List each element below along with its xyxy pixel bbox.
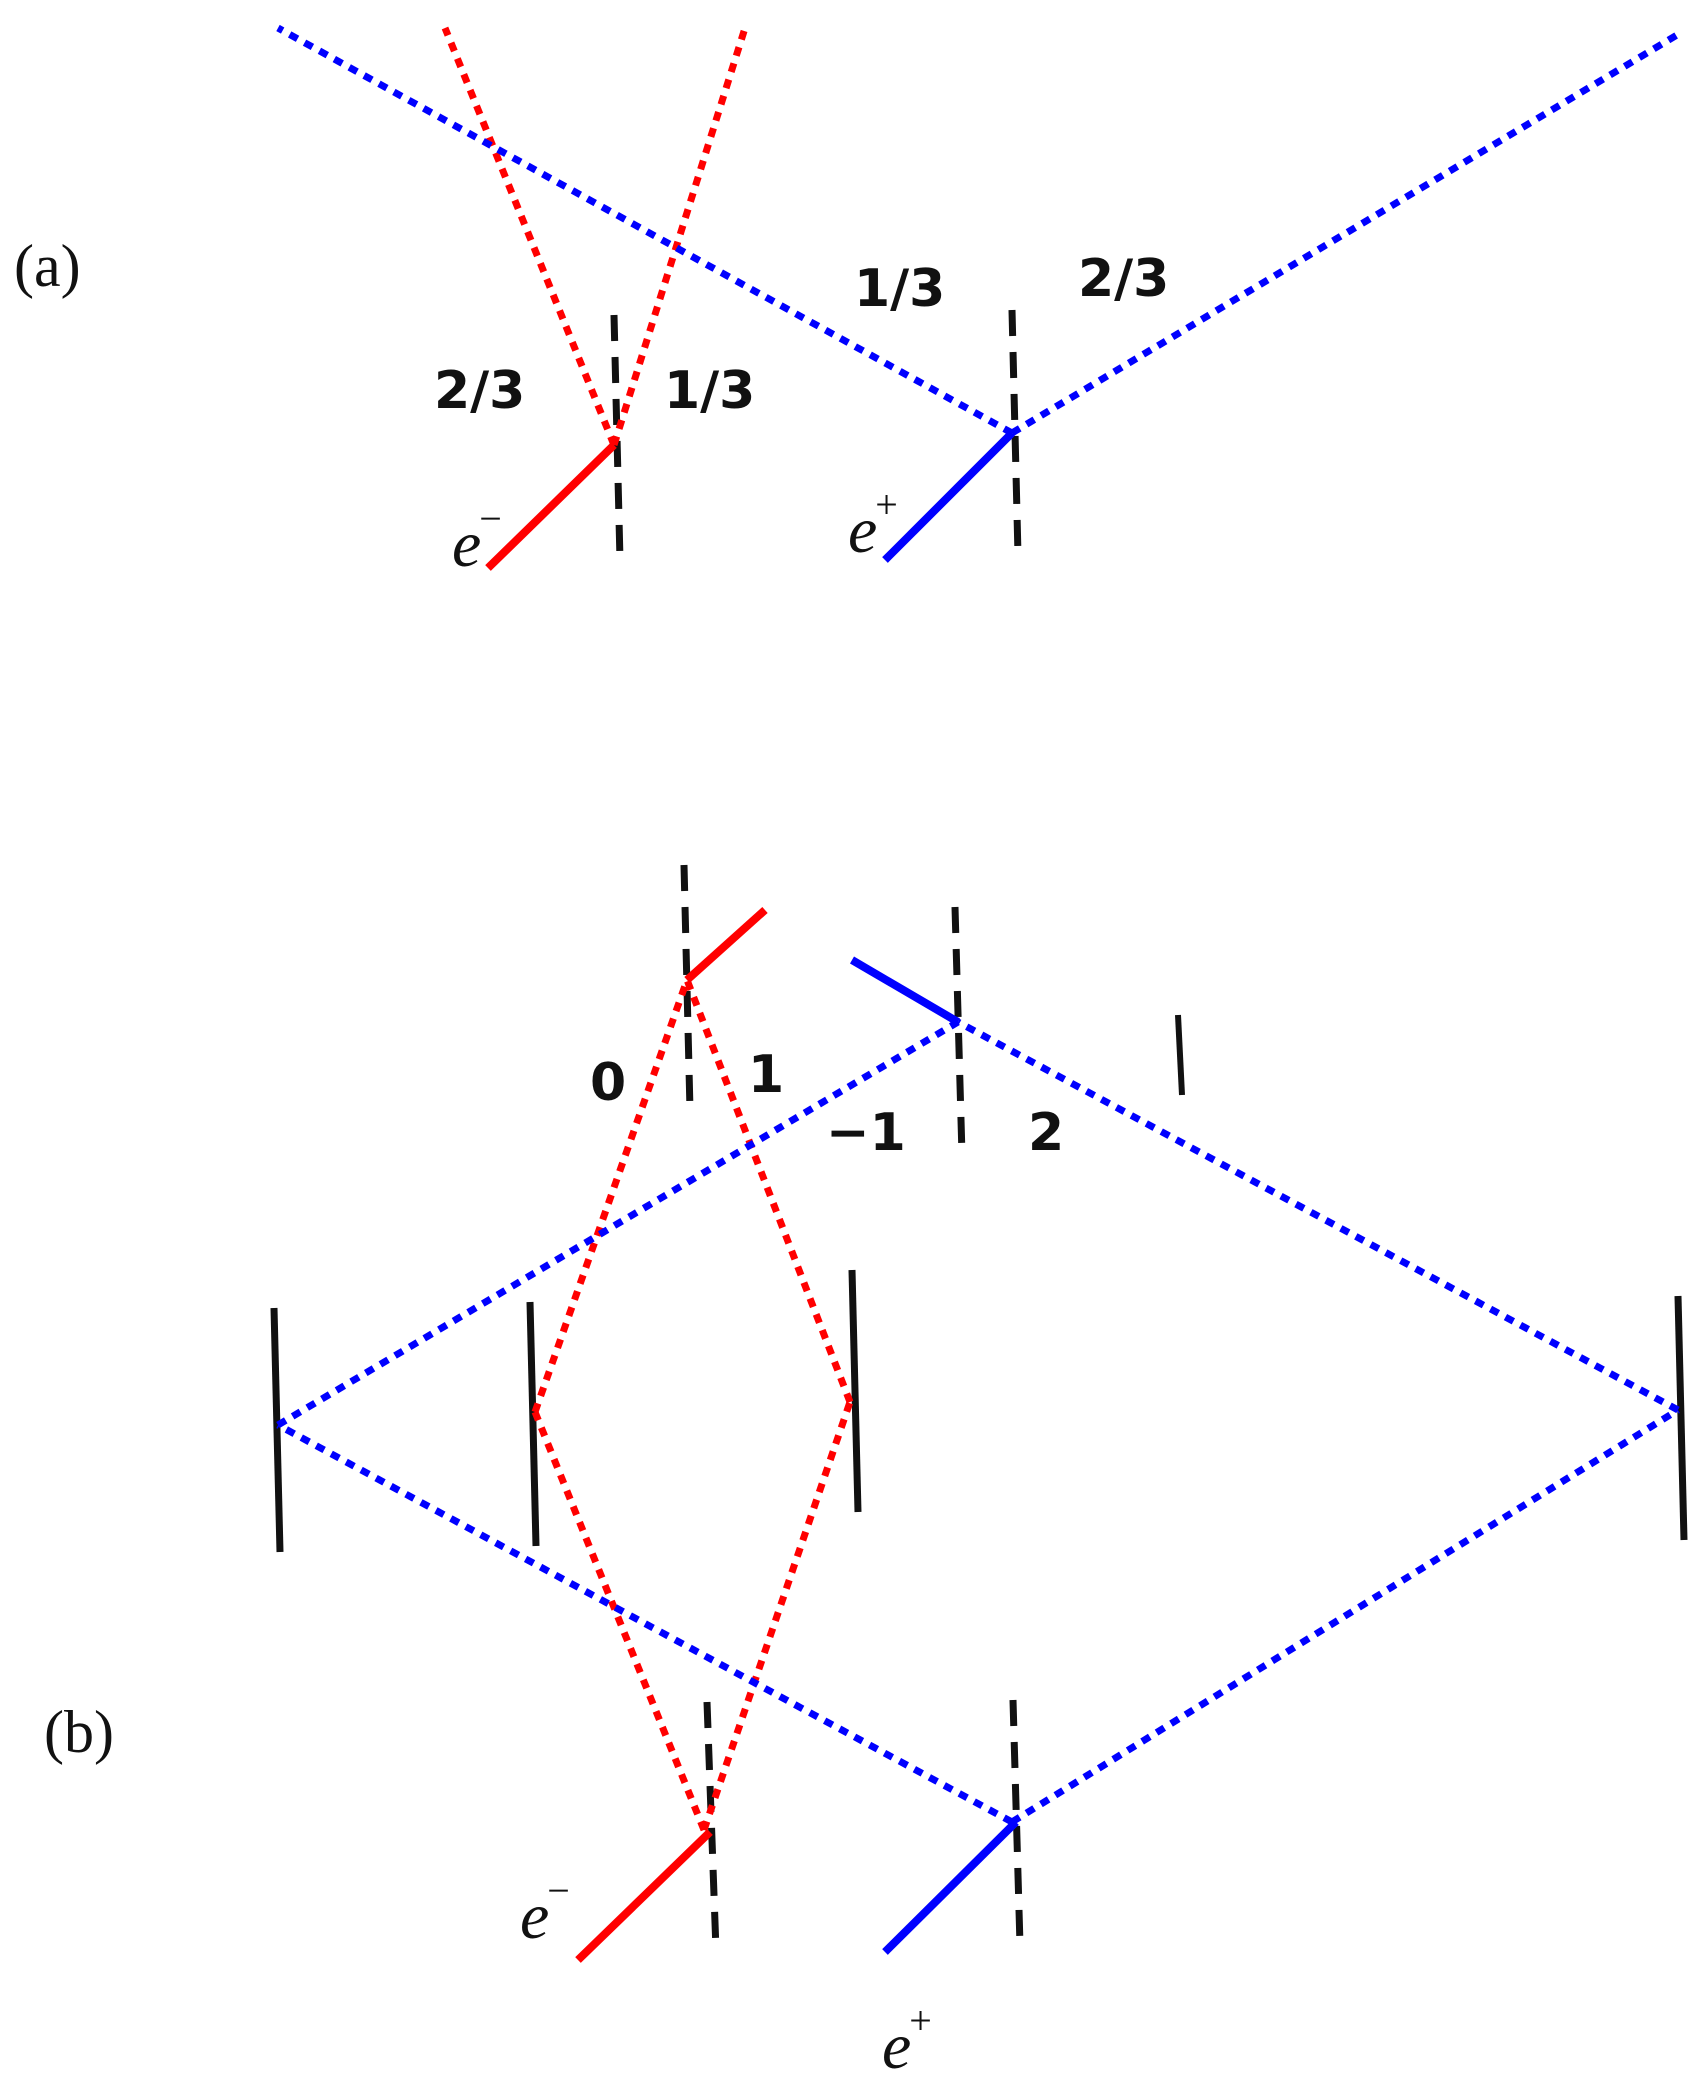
panel-b-positron-upper-right-path: [956, 1018, 1680, 1414]
panel-a-label: (a): [14, 233, 81, 299]
panel-a-electron-right-fraction: 1/3: [664, 361, 755, 421]
panel-b-electron-lower-right-path: [700, 1400, 854, 1832]
panel-b-positron-left-mirror: [270, 1307, 284, 1553]
panel-b-positron-right-mirror: [1674, 1295, 1688, 1541]
panel-b-electron-lower-left-path: [531, 1410, 708, 1832]
panel-a-positron-path-left: [276, 24, 1014, 437]
panel-b-electron-upper-right-path: [683, 978, 854, 1404]
panel-a-electron-path-right: [610, 26, 749, 447]
panel-b-port-0-label: 0: [590, 1053, 626, 1113]
panel-a-electron-left-fraction: 2/3: [434, 361, 525, 421]
panel-b-positron-label: e+: [882, 1998, 932, 2083]
panel-b-small-marker: [1175, 1014, 1185, 1096]
panel-b-electron-outgoing-path: [684, 907, 768, 983]
panel-b-port-2-label: 2: [1028, 1103, 1064, 1163]
panel-b-electron-left-mirror: [526, 1301, 540, 1547]
panel-b-electron-upper-left-path: [531, 978, 691, 1414]
panel-a: (a) 2/3 1/3 1/3 2/3 e− e+: [14, 24, 1684, 581]
panel-b-positron-outgoing-path: [849, 956, 961, 1026]
panel-b-positron-lower-left-path: [276, 1421, 1014, 1826]
panel-a-positron-left-fraction: 1/3: [854, 259, 945, 319]
panel-a-positron-path-right: [1010, 28, 1684, 437]
panel-a-electron-path-left: [441, 26, 618, 447]
panel-b-label: (b): [44, 1699, 114, 1765]
panel-a-electron-incoming-path: [485, 442, 617, 571]
panel-b-port-1-label: 1: [748, 1045, 784, 1105]
panel-b-positron-upper-left-path: [276, 1018, 960, 1429]
panel-a-positron-label: e+: [848, 482, 898, 567]
panel-b-port-minus1-label: −1: [826, 1103, 906, 1163]
panel-a-electron-label: e−: [452, 496, 502, 581]
panel-b-positron-top-beam-splitter: [951, 906, 966, 1156]
panel-b-electron-label: e−: [520, 1868, 570, 1953]
panel-b-positron-lower-right-path: [1010, 1407, 1680, 1825]
panel-a-positron-incoming-path: [882, 430, 1015, 563]
panel-b: (b) 0 1 −1 2 e−: [44, 864, 1688, 2083]
panel-b-electron-incoming-path: [575, 1829, 713, 1963]
panel-b-electron-right-mirror: [848, 1269, 862, 1513]
panel-a-positron-right-fraction: 2/3: [1078, 249, 1169, 309]
panel-b-positron-incoming-path: [882, 1819, 1019, 1955]
